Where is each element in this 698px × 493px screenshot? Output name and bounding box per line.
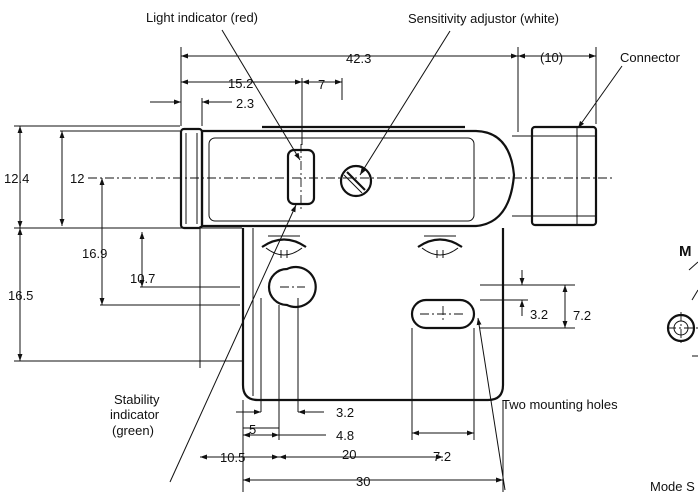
leader-connector	[577, 65, 623, 129]
dim-text-slot-width: 3.2	[530, 307, 548, 322]
dimension-lines	[17, 53, 596, 483]
screw-head	[417, 238, 463, 258]
dim-text-bracket-height: 16.5	[8, 288, 33, 303]
leader-lines	[169, 29, 623, 491]
dim-text-connector-len: (10)	[540, 50, 563, 65]
leader-light-indicator	[221, 29, 301, 161]
leader-stability	[169, 204, 297, 483]
extension-lines	[14, 47, 597, 492]
left-end-cap	[179, 127, 204, 230]
dim-text-height-inner: 12	[70, 171, 84, 186]
sensitivity-adjustor	[339, 164, 373, 198]
mounting-slot	[410, 298, 476, 330]
sensor-body	[179, 125, 516, 230]
dim-text-edge-offset: 2.3	[236, 96, 254, 111]
dim-text-hole-offset: 4.8	[336, 428, 354, 443]
leader-sensitivity	[359, 30, 451, 176]
label-stability-line3: (green)	[112, 423, 154, 438]
connector-nut	[530, 125, 598, 227]
dim-text-axis-to-slot: 10.7	[130, 271, 155, 286]
mounting-hole	[267, 265, 317, 309]
dim-text-hole-width: 3.2	[336, 405, 354, 420]
dim-text-hole-edge: 5	[249, 422, 256, 437]
dim-text-bracket-width: 30	[356, 474, 370, 489]
housing-inner-face	[208, 137, 475, 222]
bracket-outline	[241, 228, 505, 402]
dim-text-height-outer: 12.4	[4, 171, 29, 186]
dim-text-bracket-left: 10.5	[220, 450, 245, 465]
label-light-indicator: Light indicator (red)	[146, 10, 258, 25]
labels: Light indicator (red) Sensitivity adjust…	[4, 10, 695, 493]
label-mode-fragment: Mode S	[650, 479, 695, 493]
main-housing	[200, 129, 516, 228]
light-indicator	[286, 144, 316, 210]
label-stability-line1: Stability	[114, 392, 160, 407]
label-section-fragment: M	[679, 243, 692, 260]
label-connector: Connector	[620, 50, 681, 65]
dim-text-slot-pitch: 7.2	[573, 308, 591, 323]
label-stability-line2: indicator	[110, 407, 160, 422]
dim-text-slot-length: 7.2	[433, 449, 451, 464]
dim-text-length-total: 42.3	[346, 51, 371, 66]
dim-text-hole-spacing: 20	[342, 447, 356, 462]
dim-text-indicator-gap: 7	[318, 77, 325, 92]
dim-text-indicator-pos: 15.2	[228, 76, 253, 91]
label-mounting-holes: Two mounting holes	[502, 397, 618, 412]
mounting-bracket	[241, 228, 505, 402]
leader-mounting-holes	[476, 317, 506, 491]
section-view-fragment	[666, 261, 698, 357]
label-sensitivity-adjustor: Sensitivity adjustor (white)	[408, 11, 559, 26]
dim-text-axis-to-hole: 16.9	[82, 246, 107, 261]
screw-head	[261, 238, 307, 258]
connector	[512, 125, 598, 227]
